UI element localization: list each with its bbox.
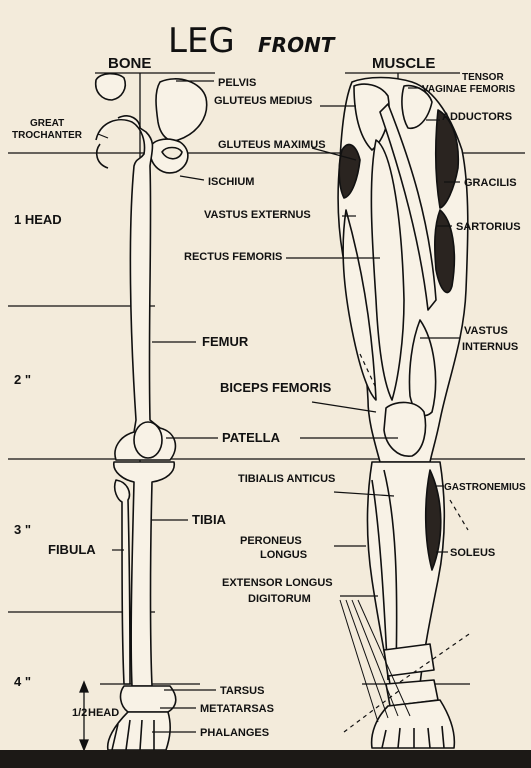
foot-outline xyxy=(370,699,456,749)
label-gluteus-maximus: GLUTEUS MAXIMUS xyxy=(218,139,326,151)
label-fibula: FIBULA xyxy=(48,542,96,557)
label-phalanges: PHALANGES xyxy=(200,727,269,739)
fibula-bone xyxy=(113,479,131,685)
tibialis-anticus-line xyxy=(383,469,398,671)
label-metatarsas: METATARSAS xyxy=(200,703,274,715)
label-patella: PATELLA xyxy=(222,430,281,445)
label-digitorum: DIGITORUM xyxy=(248,593,311,605)
leader-gluteus-maximus xyxy=(311,147,357,161)
scale-labels: 1 HEAD 2 " 3 " 4 " 1/2 HEAD xyxy=(14,212,119,719)
label-tensor: TENSOR xyxy=(462,72,504,83)
anatomy-labels: PELVIS GLUTEUS MEDIUS TENSOR VAGINAE FEM… xyxy=(12,72,526,739)
leg-muscles xyxy=(337,76,469,749)
label-peroneus: PERONEUS xyxy=(240,535,302,547)
gluteus-maximus-muscle xyxy=(338,143,361,199)
scale-head-3: 3 " xyxy=(14,522,31,537)
leg-bones xyxy=(94,72,208,751)
leader-ischium xyxy=(179,175,205,181)
label-femur: FEMUR xyxy=(202,334,249,349)
phalanges-lines xyxy=(111,719,155,751)
knee-cap-muscle xyxy=(383,401,427,457)
title-main: LEG xyxy=(168,21,235,61)
gracilis-muscle xyxy=(434,209,456,294)
label-longus: LONGUS xyxy=(260,549,307,561)
label-sartorius: SARTORIUS xyxy=(456,221,521,233)
label-tibialis-anticus: TIBIALIS ANTICUS xyxy=(238,473,335,485)
scale-head-1: 1 HEAD xyxy=(14,212,62,227)
ankle-band-upper xyxy=(383,643,435,677)
femur-bone xyxy=(95,115,177,461)
femur-neck xyxy=(95,143,109,169)
obturator-foramen xyxy=(161,146,183,160)
label-pelvis: PELVIS xyxy=(218,77,256,89)
pelvis-crest xyxy=(94,72,127,101)
adductors-muscle xyxy=(435,109,460,209)
scale-half-a: 1/2 xyxy=(72,707,87,719)
label-vastus-externus: VASTUS EXTERNUS xyxy=(204,209,311,221)
leader-biceps-femoris xyxy=(311,401,377,413)
gastronemius-muscle xyxy=(424,469,442,571)
patella-bone xyxy=(133,421,163,459)
sartorius-muscle xyxy=(379,103,437,311)
leader-tibialis xyxy=(333,491,395,497)
rectus-femoris-muscle xyxy=(370,139,405,401)
label-soleus: SOLEUS xyxy=(450,547,495,559)
title-group: LEG FRONT xyxy=(168,21,336,61)
scale-head-4: 4 " xyxy=(14,674,31,689)
label-ischium: ISCHIUM xyxy=(208,176,254,188)
title-sub: FRONT xyxy=(258,33,336,57)
label-rectus-femoris: RECTUS FEMORIS xyxy=(184,251,282,263)
toe-lines xyxy=(381,725,445,749)
label-trochanter: TROCHANTER xyxy=(12,130,83,141)
scale-half-b: HEAD xyxy=(88,707,119,719)
label-gastronemius: GASTRONEMIUS xyxy=(444,482,526,493)
tensor-muscle xyxy=(401,84,433,129)
label-gracilis: GRACILIS xyxy=(464,177,517,189)
leader-trochanter xyxy=(97,133,109,139)
half-head-arrow xyxy=(79,680,89,752)
label-great: GREAT xyxy=(30,118,64,129)
label-vaginae-femoris: VAGINAE FEMORIS xyxy=(422,84,515,95)
gluteus-medius-muscle xyxy=(353,83,390,151)
label-internus: INTERNUS xyxy=(462,341,518,353)
label-vastus: VASTUS xyxy=(464,325,508,337)
label-tarsus: TARSUS xyxy=(220,685,264,697)
bottom-border xyxy=(0,750,531,768)
label-tibia: TIBIA xyxy=(192,512,227,527)
label-extensor-longus: EXTENSOR LONGUS xyxy=(222,577,333,589)
column-bone-heading: BONE xyxy=(108,55,151,72)
scale-head-2: 2 " xyxy=(14,372,31,387)
pelvis-wing xyxy=(155,78,208,142)
label-gluteus-medius: GLUTEUS MEDIUS xyxy=(214,95,312,107)
leader-lines xyxy=(97,80,460,733)
label-adductors: ADDUCTORS xyxy=(442,111,512,123)
label-biceps-femoris: BICEPS FEMORIS xyxy=(220,380,332,395)
dashed-guides xyxy=(343,353,473,733)
column-muscle-heading: MUSCLE xyxy=(372,55,435,72)
